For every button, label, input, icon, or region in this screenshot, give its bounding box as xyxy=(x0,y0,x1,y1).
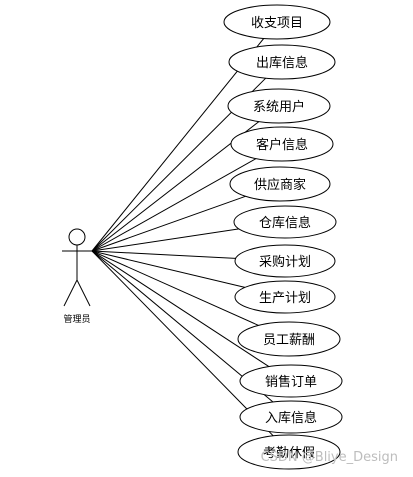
use-case: 客户信息 xyxy=(230,126,334,162)
use-case-ellipse xyxy=(230,126,334,162)
use-case: 入库信息 xyxy=(239,400,343,434)
actor-left-leg xyxy=(63,279,78,307)
use-case-label: 客户信息 xyxy=(256,137,308,153)
use-case-ellipse xyxy=(227,88,331,124)
actor-label: 管理员 xyxy=(63,313,90,325)
use-case-ellipse xyxy=(234,244,336,278)
use-case-label: 入库信息 xyxy=(265,410,317,426)
use-case: 仓库信息 xyxy=(233,205,337,239)
use-cases: 收支项目出库信息系统用户客户信息供应商家仓库信息采购计划生产计划员工薪酬销售订单… xyxy=(223,4,343,470)
association-line xyxy=(91,250,259,326)
association-line xyxy=(91,250,270,368)
use-case-ellipse xyxy=(228,44,336,80)
association-line xyxy=(91,250,236,259)
use-case-label: 系统用户 xyxy=(253,99,305,115)
use-case: 采购计划 xyxy=(234,244,336,278)
use-case: 考勤休假 xyxy=(237,434,341,470)
use-case-label: 员工薪酬 xyxy=(263,333,315,348)
use-case: 供应商家 xyxy=(229,166,331,202)
use-case-label: 供应商家 xyxy=(254,177,306,193)
use-case-ellipse xyxy=(239,364,343,398)
association-line xyxy=(91,250,274,437)
use-case-label: 出库信息 xyxy=(256,55,308,71)
use-case-ellipse xyxy=(234,280,336,314)
association-line xyxy=(91,158,257,252)
use-case-label: 销售订单 xyxy=(265,374,317,390)
use-case: 系统用户 xyxy=(227,88,331,124)
use-case-ellipse xyxy=(229,166,331,202)
watermark: CSDN @Bliye_Design xyxy=(261,450,398,465)
use-case-ellipse xyxy=(237,321,341,357)
use-case: 销售订单 xyxy=(239,364,343,398)
association-line xyxy=(91,195,246,252)
association-lines xyxy=(91,38,274,437)
use-case: 出库信息 xyxy=(228,44,336,80)
actor-right-leg xyxy=(76,279,91,307)
use-case-ellipse xyxy=(233,205,337,239)
use-case-label: 生产计划 xyxy=(259,291,311,306)
actor-head xyxy=(68,228,86,246)
use-case-label: 考勤休假 xyxy=(263,446,315,461)
actor-stick-figure: 管理员 xyxy=(62,228,92,325)
use-case-label: 收支项目 xyxy=(251,16,303,31)
use-case-label: 采购计划 xyxy=(259,254,311,270)
use-case: 员工薪酬 xyxy=(237,321,341,357)
use-case-ellipse xyxy=(237,434,341,470)
use-case-label: 仓库信息 xyxy=(259,215,311,231)
association-line xyxy=(91,38,265,252)
association-line xyxy=(91,228,240,252)
use-case-ellipse xyxy=(223,4,331,40)
association-line xyxy=(91,250,246,288)
use-case: 收支项目 xyxy=(223,4,331,40)
use-case: 生产计划 xyxy=(234,280,336,314)
use-case-ellipse xyxy=(239,400,343,434)
